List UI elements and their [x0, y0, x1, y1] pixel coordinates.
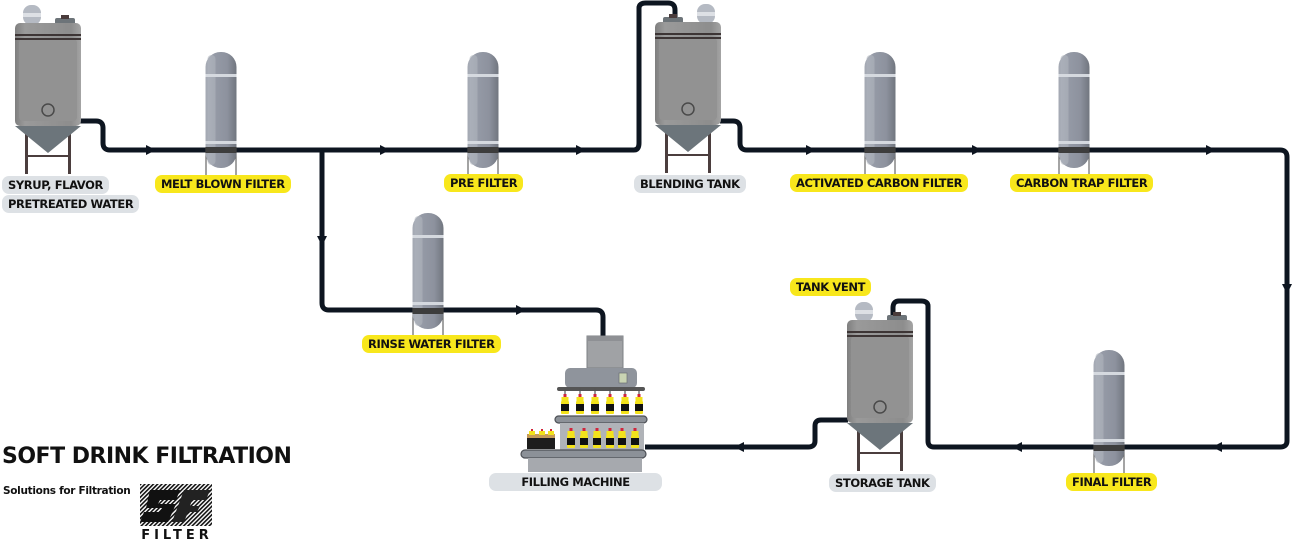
bottle-icon [576, 394, 584, 414]
bottle-icon [561, 394, 569, 414]
pipe-storage-to-filler [645, 417, 848, 450]
arrow-down [1282, 284, 1292, 294]
label-tank-vent: TANK VENT [790, 278, 872, 296]
arrow-right [576, 145, 586, 155]
arrow-right [146, 145, 156, 155]
label-activated-carbon-filter: ACTIVATED CARBON FILTER [790, 174, 969, 192]
bottle-icon [606, 394, 614, 414]
filler-motor [586, 335, 624, 369]
label-storage-tank: STORAGE TANK [829, 474, 936, 492]
bottle-crate [527, 437, 555, 449]
melt-blown-filter-vessel [205, 52, 237, 176]
storage-tank-vessel [847, 302, 913, 471]
bottle-icon [631, 428, 639, 448]
bottle-icon [621, 394, 629, 414]
label-syrup-flavor: SYRUP, FLAVOR [2, 176, 109, 194]
logo-text: FILTER [141, 528, 213, 543]
pipe-branch-rinse [319, 150, 606, 336]
lower-conveyor [520, 449, 647, 459]
sf-filter-logo-icon [140, 484, 212, 526]
pre-filter-vessel [467, 52, 499, 176]
pipe-main-1 [110, 0, 678, 153]
pipes [80, 0, 1290, 450]
page-subtitle: Solutions for Filtration [3, 485, 131, 497]
arrow-down [317, 236, 327, 246]
filling-machine [520, 335, 648, 472]
bottle-icon [618, 428, 626, 448]
label-final-filter: FINAL FILTER [1066, 473, 1158, 491]
label-melt-blown-filter: MELT BLOWN FILTER [155, 175, 291, 193]
label-rinse-water-filter: RINSE WATER FILTER [362, 335, 501, 353]
blending-tank-vessel [655, 4, 721, 173]
bottle-icon [635, 394, 643, 414]
activated-carbon-filter-vessel [864, 52, 896, 176]
arrow-right [972, 145, 982, 155]
bottle-icon [606, 428, 614, 448]
arrow-right [1206, 145, 1216, 155]
flow-arrows [146, 145, 1292, 452]
rinse-water-filter-vessel [412, 213, 444, 337]
label-carbon-trap-filter: CARBON TRAP FILTER [1010, 174, 1154, 192]
syrup-tank-vessel [15, 5, 81, 174]
arrow-right [516, 305, 526, 315]
label-pre-filter: PRE FILTER [444, 174, 524, 192]
arrow-right [380, 145, 390, 155]
label-filling-machine: FILLING MACHINE [489, 473, 662, 491]
bottle-icon [591, 394, 599, 414]
upper-conveyor [554, 415, 648, 424]
bottle-icon [580, 428, 588, 448]
arrow-left [734, 442, 744, 452]
label-blending-tank: BLENDING TANK [634, 175, 746, 193]
bottle-icon [593, 428, 601, 448]
pipe-blend-out [720, 118, 1290, 450]
final-filter-vessel [1093, 350, 1125, 474]
arrow-left [1012, 442, 1022, 452]
filler-base [528, 458, 642, 472]
arrow-left [1212, 442, 1222, 452]
filler-control-panel [618, 372, 628, 384]
label-pretreated-water: PRETREATED WATER [2, 195, 140, 213]
bottle-icon [567, 428, 575, 448]
pipe-syrup-to-main [80, 118, 160, 153]
arrow-right [806, 145, 816, 155]
carbon-trap-filter-vessel [1058, 52, 1090, 176]
page-title: SOFT DRINK FILTRATION [2, 444, 292, 469]
